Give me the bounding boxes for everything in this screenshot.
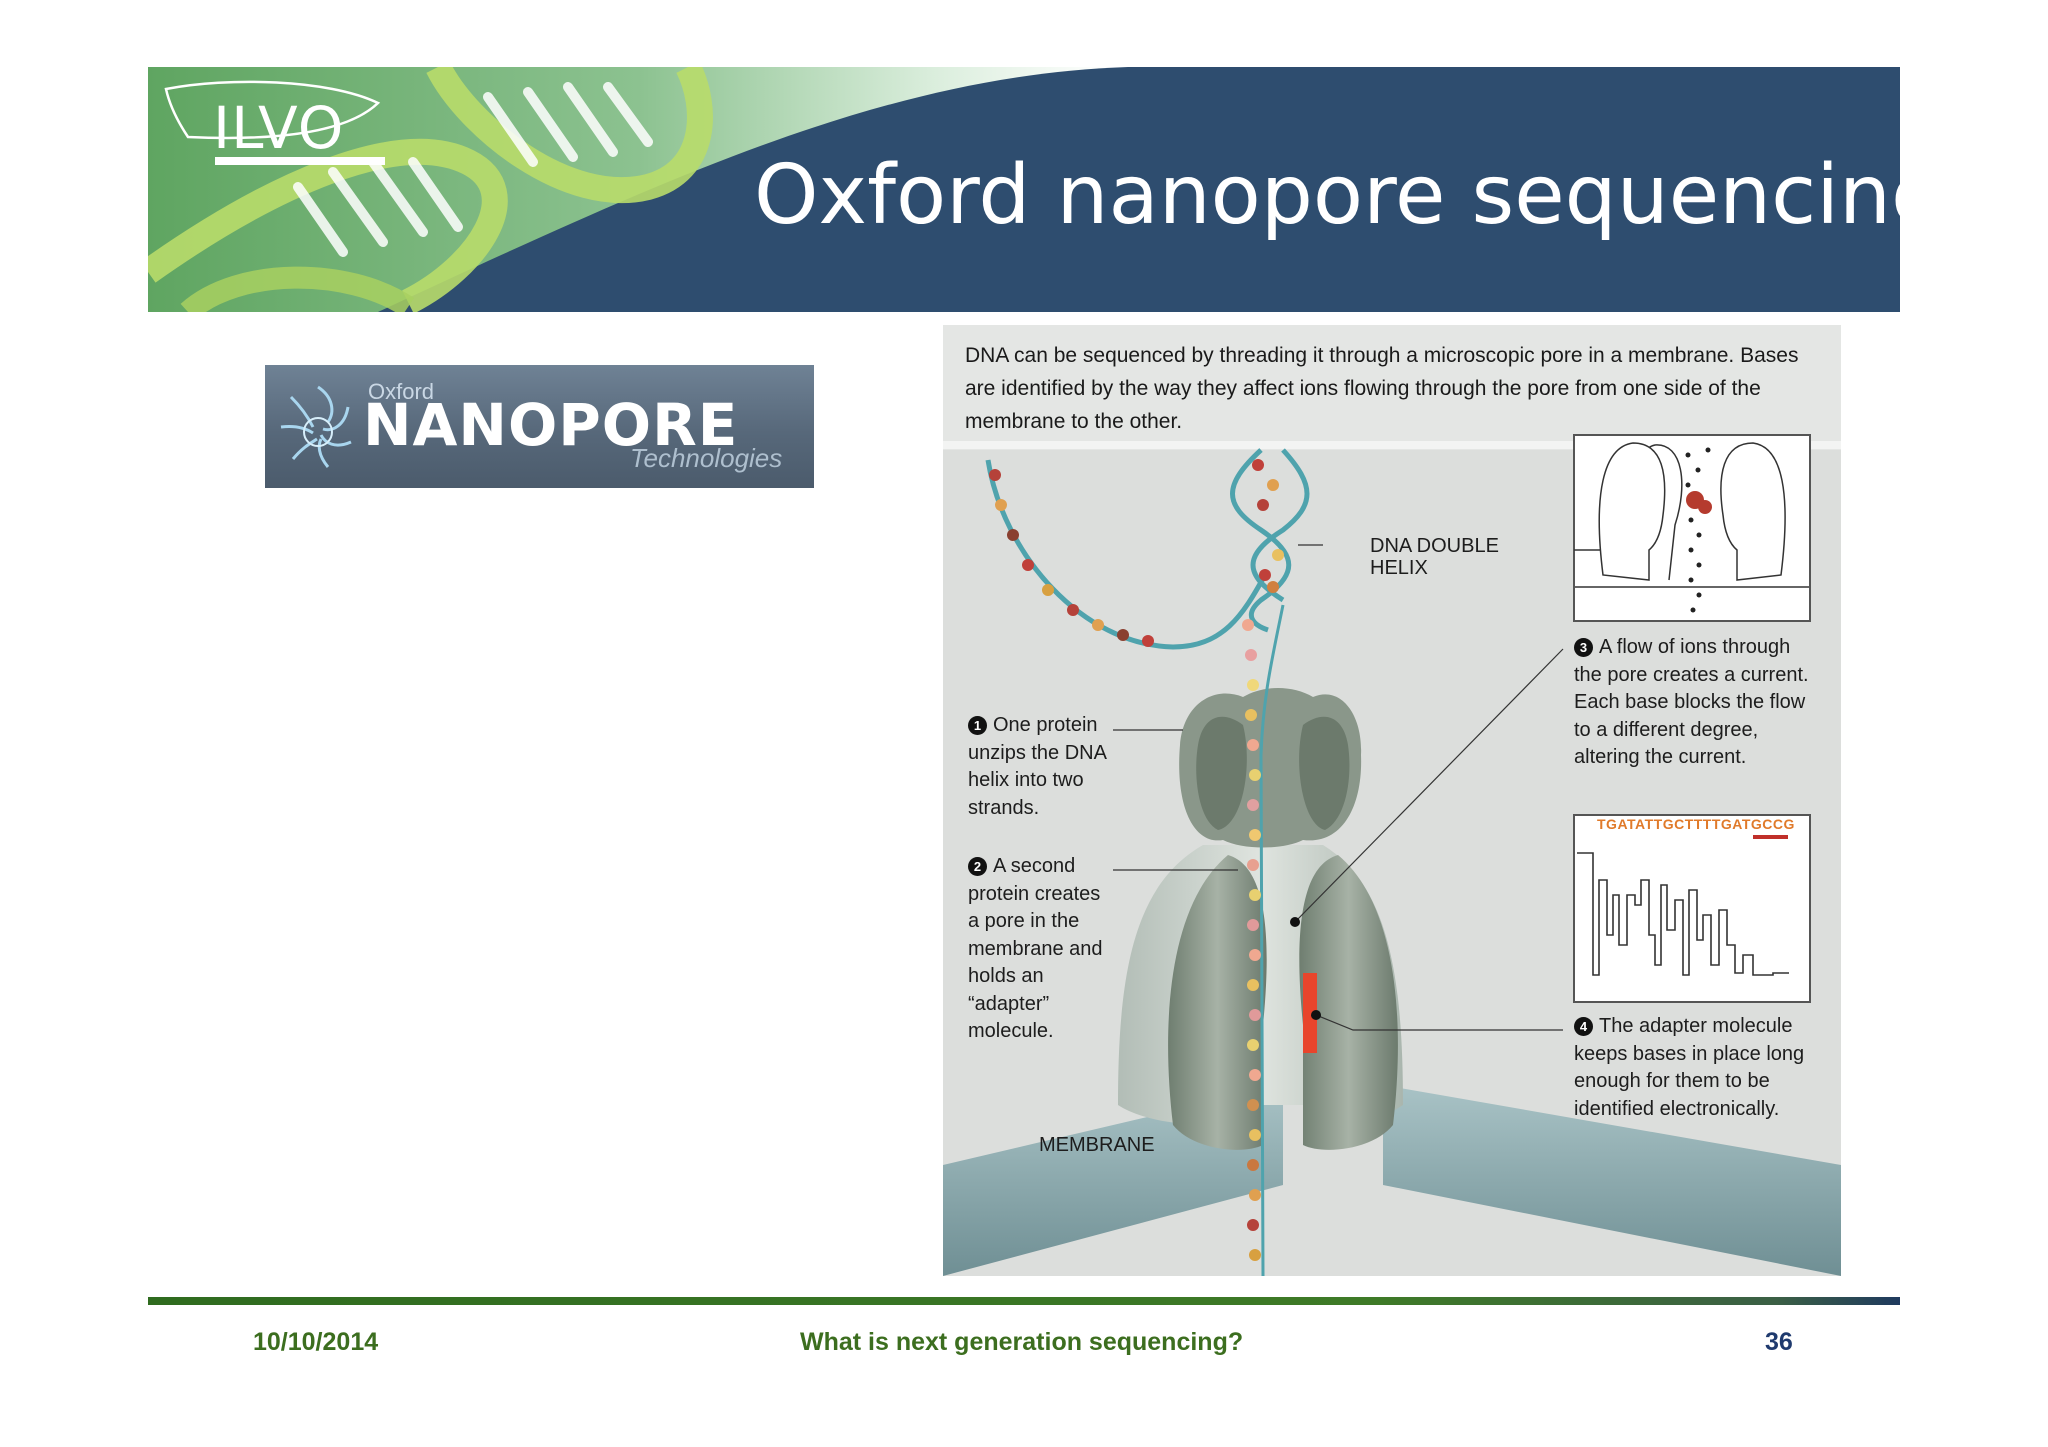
logo-nanopore-text: NANOPORE <box>363 391 739 459</box>
ilvo-logo-underline <box>215 157 385 165</box>
step-1-text: One protein unzips the DNA helix into tw… <box>968 714 1106 819</box>
membrane-label: MEMBRANE <box>1039 1134 1155 1156</box>
nanopore-illustration <box>943 434 1841 1276</box>
step-4-number: 4 <box>1574 1017 1593 1036</box>
step-3-text: A flow of ions through the pore creates … <box>1574 636 1809 768</box>
logo-technologies-text: Technologies <box>630 443 783 473</box>
step-4-text: The adapter molecule keeps bases in plac… <box>1574 1015 1805 1120</box>
slide-title: Oxford nanopore sequencing <box>754 148 1900 243</box>
nanopore-diagram: DNA can be sequenced by threading it thr… <box>943 325 1841 1276</box>
step-2-number: 2 <box>968 857 987 876</box>
footer-title: What is next generation sequencing? <box>800 1328 1244 1356</box>
step-1-number: 1 <box>968 716 987 735</box>
page-number: 36 <box>1765 1328 1793 1356</box>
dna-double-helix-label: DNA DOUBLE HELIX <box>1370 535 1499 579</box>
figure-intro-text: DNA can be sequenced by threading it thr… <box>965 344 1799 433</box>
footer-date: 10/10/2014 <box>253 1328 379 1356</box>
footer-divider <box>148 1297 1900 1305</box>
oxford-nanopore-logo: Oxford NANOPORE Technologies <box>265 365 814 488</box>
step-3-number: 3 <box>1574 638 1593 657</box>
step-2-text: A second protein creates a pore in the m… <box>968 855 1103 1042</box>
ilvo-logo: ILVO <box>213 94 345 162</box>
sequence-readout: TGATATTGCTTTTGATGCCG <box>1597 816 1795 832</box>
pore-swirl-icon <box>280 385 352 468</box>
dna-banner-graphic <box>148 67 1900 312</box>
logo-oxford-text: Oxford <box>368 379 435 404</box>
header-banner: ILVO Oxford nanopore sequencing <box>148 67 1900 312</box>
